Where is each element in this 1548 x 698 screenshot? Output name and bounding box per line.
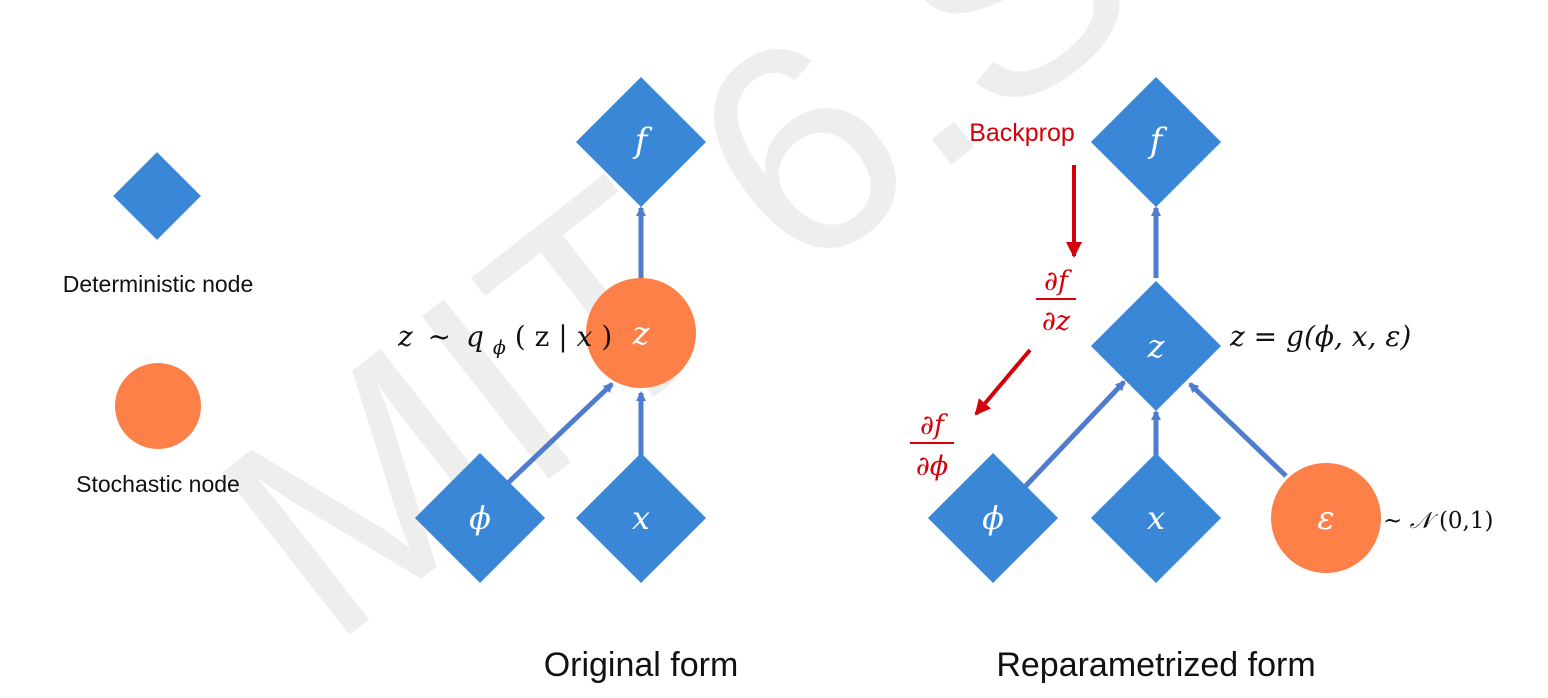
node-x-original-label: x <box>632 499 650 537</box>
caption-reparametrized: Reparametrized form <box>996 646 1315 684</box>
node-phi-original-label: ϕ <box>469 499 491 537</box>
legend-deterministic-icon <box>113 152 201 240</box>
node-z-original-label: z <box>632 314 651 352</box>
node-phi-original: ϕ <box>414 452 546 584</box>
node-eps-reparam: ε <box>1271 463 1381 573</box>
gradient-df-dz-denominator: ∂z <box>1042 306 1071 337</box>
backprop-label: Backprop <box>969 119 1075 147</box>
gradient-df-dphi: ∂f ∂ϕ <box>910 410 954 482</box>
node-x-reparam-label: x <box>1147 499 1165 537</box>
node-x-reparam: x <box>1090 452 1222 584</box>
legend-deterministic-label: Deterministic node <box>63 271 253 297</box>
eps-distribution-label: ~ 𝒩 (0,1) <box>1383 508 1493 534</box>
legend-stochastic-icon <box>115 363 201 449</box>
z-equation-label: z = g(ϕ, x, ε) <box>1229 320 1411 353</box>
gradient-df-dz-numerator: ∂f <box>1044 266 1072 297</box>
node-f-original: f <box>575 76 707 208</box>
caption-original: Original form <box>544 646 739 684</box>
gradient-df-dz: ∂f ∂z <box>1036 266 1076 337</box>
gradient-df-dphi-numerator: ∂f <box>920 410 948 441</box>
node-f-reparam: f <box>1090 76 1222 208</box>
node-phi-reparam: ϕ <box>927 452 1059 584</box>
z-distribution-label: z ~ q ϕ ( z | x ) <box>397 320 612 361</box>
edge-phi-to-z-original <box>488 382 614 502</box>
node-eps-reparam-label: ε <box>1317 499 1334 537</box>
node-x-original: x <box>575 452 707 584</box>
node-z-reparam-label: z <box>1147 327 1166 365</box>
backprop-arrow-to-phi <box>974 348 1032 416</box>
edge-phi-to-z-reparam <box>1018 380 1126 494</box>
legend-stochastic-label: Stochastic node <box>76 471 240 497</box>
gradient-df-dphi-denominator: ∂ϕ <box>916 451 948 482</box>
edge-eps-to-z-reparam <box>1188 382 1288 478</box>
node-z-reparam: z <box>1090 280 1222 412</box>
node-phi-reparam-label: ϕ <box>982 499 1004 537</box>
node-z-original: z <box>586 278 696 388</box>
